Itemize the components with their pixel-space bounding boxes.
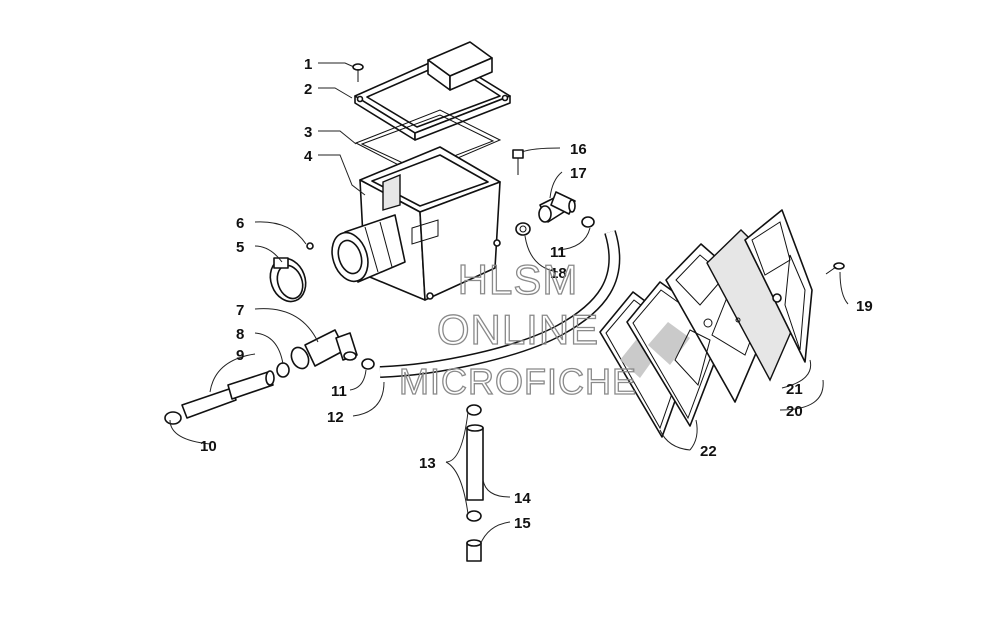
hose-clamp — [164, 411, 182, 425]
callout-16: 16 — [570, 141, 587, 158]
drain-fitting — [290, 329, 358, 370]
callout-17: 17 — [570, 165, 587, 182]
drain-hose — [181, 370, 275, 419]
callout-4: 4 — [304, 148, 313, 165]
watermark: HLSM ONLINE MICROFICHE — [398, 255, 637, 402]
vertical-tube — [466, 424, 484, 501]
box-bolt — [512, 149, 524, 175]
tube-plug — [466, 539, 482, 562]
tube-clamp-top — [466, 404, 482, 416]
filter-screw — [825, 262, 845, 275]
callout-10: 10 — [200, 438, 217, 455]
callout-7: 7 — [236, 302, 244, 319]
callout-14: 14 — [514, 490, 531, 507]
callout-8: 8 — [236, 326, 244, 343]
callout-labels: 1 2 3 4 5 6 7 8 9 10 11 11 12 13 14 15 1… — [200, 56, 873, 532]
callout-1: 1 — [304, 56, 312, 73]
callout-21: 21 — [786, 381, 803, 398]
callout-15: 15 — [514, 515, 531, 532]
airbox-lid — [354, 41, 511, 141]
callout-12: 12 — [327, 409, 344, 426]
callout-20: 20 — [786, 403, 803, 420]
callout-2: 2 — [304, 81, 312, 98]
leader-lines — [169, 62, 849, 546]
callout-13: 13 — [419, 455, 436, 472]
callout-3: 3 — [304, 124, 312, 141]
callout-5: 5 — [236, 239, 244, 256]
grommet — [515, 222, 531, 236]
callout-19: 19 — [856, 298, 873, 315]
intake-boot — [331, 214, 406, 283]
lid-screw — [352, 63, 364, 82]
callout-6: 6 — [236, 215, 244, 232]
vent-hose — [379, 230, 621, 378]
filter-frame-back — [744, 209, 813, 363]
boot-clamp — [269, 257, 307, 303]
tube-clamp-bottom — [466, 510, 482, 522]
callout-9: 9 — [236, 347, 244, 364]
fitting-clamp — [276, 362, 290, 378]
watermark-line-3: MICROFICHE — [399, 361, 637, 402]
small-clamp-right — [581, 216, 595, 228]
callout-11: 11 — [331, 383, 347, 400]
clamp-screw — [306, 242, 314, 250]
callout-11-right: 11 — [550, 244, 566, 261]
callout-22: 22 — [700, 443, 717, 460]
small-clamp-left — [361, 358, 375, 370]
callout-18: 18 — [550, 265, 567, 282]
watermark-line-2: ONLINE — [437, 306, 599, 353]
watermark-line-1: HLSM — [458, 256, 579, 303]
elbow-fitting — [538, 191, 576, 223]
